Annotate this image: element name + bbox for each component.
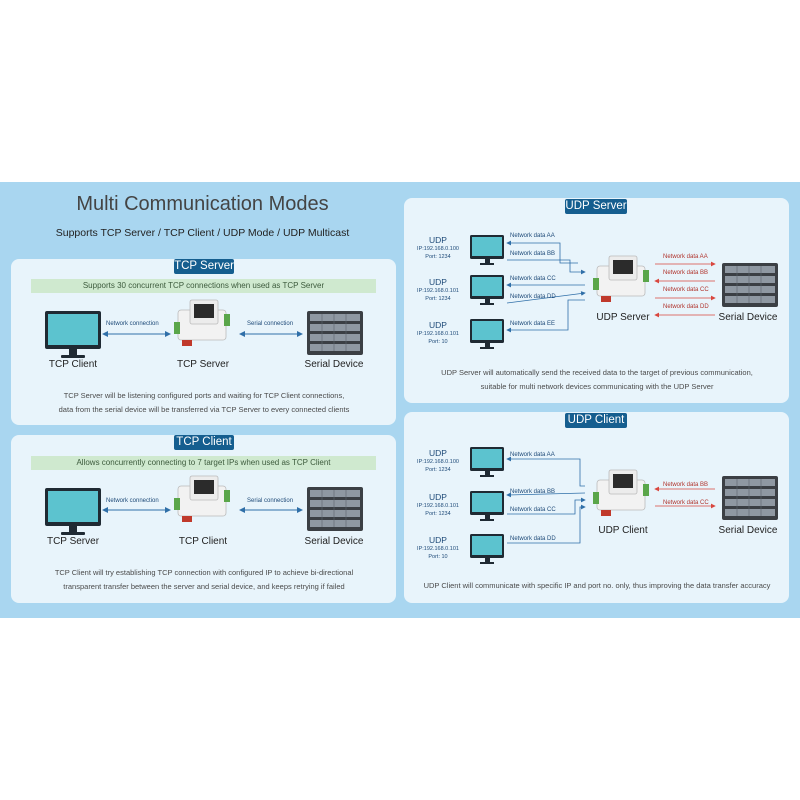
tcp-client-label: TCP Client: [178, 536, 228, 547]
monitor-icon: [470, 491, 504, 521]
serial-data-label: Network data CC: [663, 500, 709, 506]
monitor-icon: [470, 275, 504, 305]
udp-client-info: UDP IP:192.168.0.100 Port: 1234: [408, 235, 468, 261]
tcp-server-label: TCP Server: [176, 359, 230, 370]
udp-title: UDP: [429, 492, 447, 502]
monitor-icon: [470, 319, 504, 349]
udp-port: Port: 10: [428, 554, 448, 560]
udp-server-info: UDP IP:192.168.0.101 Port: 1234: [408, 492, 468, 518]
udp-port: Port: 1234: [425, 254, 451, 260]
tcp-client-label: TCP Client: [48, 359, 98, 370]
desc-line: suitable for multi network devices commu…: [480, 382, 714, 391]
network-data-label: Network data BB: [510, 251, 556, 257]
page-subtitle: Supports TCP Server / TCP Client / UDP M…: [55, 227, 350, 239]
tcp-server-title: TCP Server: [174, 259, 234, 274]
udp-ip: IP:192.168.0.100: [417, 246, 459, 252]
udp-server-info: UDP IP:192.168.0.100 Port: 1234: [408, 448, 468, 474]
server-rack-icon: [306, 310, 364, 356]
udp-server-desc: UDP Server will automatically send the r…: [412, 366, 782, 394]
page-title: Multi Communication Modes: [76, 193, 329, 215]
network-data-label: Network data AA: [510, 452, 555, 458]
network-data-label: Network data CC: [510, 276, 556, 282]
network-data-label: Network data EE: [510, 321, 556, 327]
serial-data-label: Network data CC: [663, 287, 709, 293]
serial-device-label: Serial Device: [304, 536, 364, 547]
udp-port: Port: 1234: [425, 511, 451, 517]
serial-device-label: Serial Device: [304, 359, 364, 370]
monitor-icon: [470, 534, 504, 564]
monitor-icon: [470, 235, 504, 265]
tcp-server-desc: TCP Server will be listening configured …: [30, 389, 378, 417]
network-data-label: Network data AA: [510, 233, 555, 239]
network-data-label: Network data BB: [510, 489, 556, 495]
serial-data-label: Network data DD: [663, 304, 709, 310]
rs485-converter-icon: [592, 469, 650, 517]
rs485-converter-icon: [592, 255, 650, 303]
udp-title: UDP: [429, 320, 447, 330]
udp-server-info: UDP IP:192.168.0.101 Port: 10: [408, 535, 468, 561]
udp-client-desc: UDP Client will communicate with specifi…: [406, 579, 788, 593]
tcp-client-note: Allows concurrently connecting to 7 targ…: [31, 456, 376, 470]
udp-client-info: UDP IP:192.168.0.101 Port: 1234: [408, 277, 468, 303]
network-data-label: Network data DD: [510, 294, 556, 300]
monitor-icon: [45, 311, 101, 358]
tcp-client-desc: TCP Client will try establishing TCP con…: [30, 566, 378, 594]
monitor-icon: [470, 447, 504, 477]
udp-title: UDP: [429, 535, 447, 545]
udp-ip: IP:192.168.0.101: [417, 331, 459, 337]
serial-device-label: Serial Device: [718, 312, 778, 323]
udp-ip: IP:192.168.0.101: [417, 288, 459, 294]
desc-line: data from the serial device will be tran…: [58, 405, 350, 414]
udp-client-title: UDP Client: [565, 413, 627, 428]
udp-server-title: UDP Server: [565, 199, 627, 214]
network-connection-label: Network connection: [106, 321, 159, 327]
serial-data-label: Network data BB: [663, 270, 709, 276]
desc-line: TCP Client will try establishing TCP con…: [54, 568, 354, 577]
desc-line: UDP Client will communicate with specifi…: [423, 581, 771, 590]
udp-client-label: UDP Client: [598, 525, 648, 536]
server-rack-icon: [721, 475, 779, 521]
serial-connection-label: Serial connection: [247, 498, 294, 504]
serial-connection-label: Serial connection: [247, 321, 294, 327]
udp-ip: IP:192.168.0.101: [417, 546, 459, 552]
udp-ip: IP:192.168.0.100: [417, 459, 459, 465]
serial-device-label: Serial Device: [718, 525, 778, 536]
rs485-converter-icon: [173, 299, 231, 347]
server-rack-icon: [306, 486, 364, 532]
udp-port: Port: 1234: [425, 467, 451, 473]
udp-title: UDP: [429, 448, 447, 458]
udp-client-info: UDP IP:192.168.0.101 Port: 10: [408, 320, 468, 346]
rs485-converter-icon: [173, 475, 231, 523]
monitor-icon: [45, 488, 101, 535]
desc-line: TCP Server will be listening configured …: [63, 391, 345, 400]
udp-port: Port: 1234: [425, 296, 451, 302]
tcp-client-title: TCP Client: [174, 435, 234, 450]
network-data-label: Network data DD: [510, 536, 556, 542]
udp-title: UDP: [429, 277, 447, 287]
server-rack-icon: [721, 262, 779, 308]
network-connection-label: Network connection: [106, 498, 159, 504]
tcp-server-label: TCP Server: [46, 536, 100, 547]
udp-server-label: UDP Server: [596, 312, 650, 323]
serial-data-label: Network data AA: [663, 254, 708, 260]
network-data-label: Network data CC: [510, 507, 556, 513]
tcp-server-note: Supports 30 concurrent TCP connections w…: [31, 279, 376, 293]
desc-line: transparent transfer between the server …: [63, 582, 345, 591]
desc-line: UDP Server will automatically send the r…: [441, 368, 753, 377]
udp-port: Port: 10: [428, 339, 448, 345]
udp-title: UDP: [429, 235, 447, 245]
serial-data-label: Network data BB: [663, 482, 709, 488]
udp-ip: IP:192.168.0.101: [417, 503, 459, 509]
